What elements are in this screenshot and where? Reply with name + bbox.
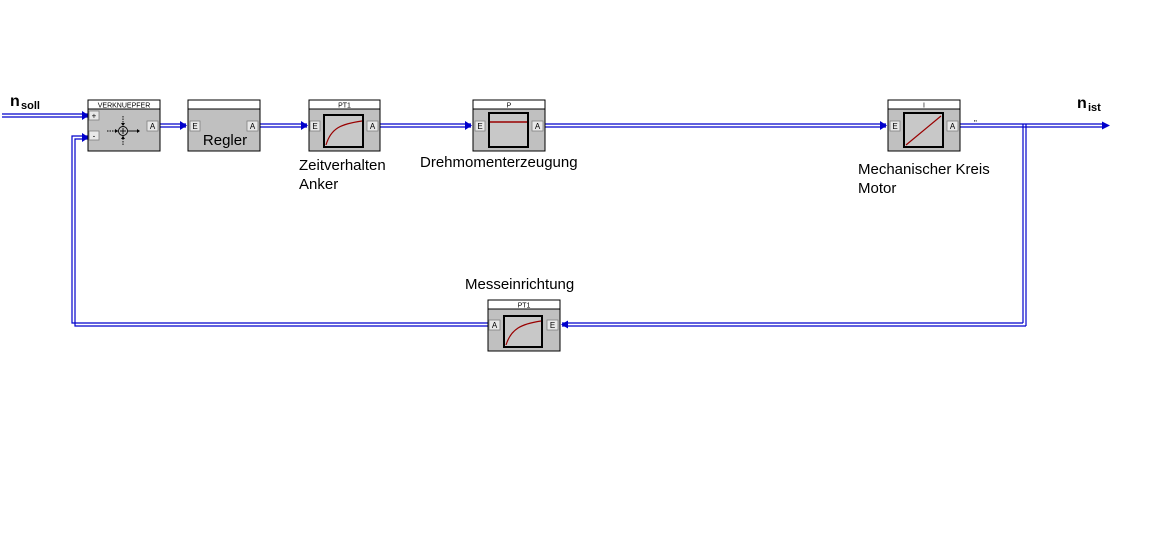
p-title: P xyxy=(507,103,512,110)
summing-arrow-icons xyxy=(115,123,140,139)
signal-input-label: n soll xyxy=(10,93,40,112)
p-port-out: A xyxy=(535,122,541,131)
block-verknuepfer[interactable]: VERKNUEPFER + - A xyxy=(87,99,161,152)
arrow-input xyxy=(82,111,89,120)
pt1-anker-port-in: E xyxy=(312,122,317,131)
output-signal-sub: ist xyxy=(1088,102,1101,114)
verknuepfer-title: VERKNUEPFER xyxy=(98,103,151,110)
pt1-mess-port-in: E xyxy=(550,321,555,330)
line-mess-back xyxy=(71,135,488,327)
pt1-mess-port-out: A xyxy=(492,321,498,330)
pt1-anker-port-out: A xyxy=(370,122,376,131)
block-i[interactable]: I E A xyxy=(887,99,961,152)
i-title: I xyxy=(923,103,925,110)
verknuepfer-port-minus: - xyxy=(93,132,96,141)
output-signal-main: n xyxy=(1077,95,1087,112)
signal-lines xyxy=(2,113,1103,327)
line-feedback-mess xyxy=(562,322,1026,327)
line-i-out xyxy=(960,123,1103,128)
label-motor: Motor xyxy=(858,180,896,197)
i-ramp-icon xyxy=(905,115,942,146)
block-p[interactable]: P E A xyxy=(472,99,546,152)
line-feedback-down xyxy=(1022,124,1027,326)
input-signal-main: n xyxy=(10,93,20,110)
block-regler[interactable]: E A Regler xyxy=(187,99,261,152)
input-signal-sub: soll xyxy=(21,100,40,112)
pt1-anker-title: PT1 xyxy=(338,103,351,110)
pt1-anker-curve-icon xyxy=(325,120,363,146)
i-port-out: A xyxy=(950,122,956,131)
label-drehmomenterzeugung: Drehmomenterzeugung xyxy=(420,154,578,171)
verknuepfer-port-out: A xyxy=(150,122,156,131)
line-regler-pt1 xyxy=(260,123,307,128)
arrow-regler xyxy=(180,121,187,130)
pt1-mess-title: PT1 xyxy=(518,303,531,310)
block-pt1-anker[interactable]: PT1 E A xyxy=(308,99,381,152)
p-port-in: E xyxy=(477,122,482,131)
label-messeinrichtung: Messeinrichtung xyxy=(465,276,574,293)
arrow-output xyxy=(1102,121,1110,130)
i-port-in: E xyxy=(892,122,897,131)
line-pt1-p xyxy=(380,123,471,128)
regler-label: Regler xyxy=(203,132,247,149)
regler-port-out: A xyxy=(250,122,256,131)
block-pt1-mess[interactable]: PT1 A E xyxy=(487,299,561,352)
arrow-i xyxy=(880,121,887,130)
signal-output-label: n ist xyxy=(1077,95,1101,114)
regler-port-in: E xyxy=(192,122,197,131)
arrowheads xyxy=(82,111,1110,329)
pt1-mess-curve-icon xyxy=(505,320,542,346)
arrow-feedback xyxy=(82,133,89,142)
tick-mark: " xyxy=(974,119,977,128)
line-input xyxy=(2,113,88,118)
label-zeitverhalten: Zeitverhalten xyxy=(299,157,386,174)
arrow-p xyxy=(465,121,472,130)
label-mechanischer-kreis: Mechanischer Kreis xyxy=(858,161,990,178)
label-anker: Anker xyxy=(299,176,338,193)
arrow-pt1 xyxy=(301,121,308,130)
verknuepfer-port-plus: + xyxy=(92,112,97,121)
line-p-i xyxy=(545,123,886,128)
arrow-mess xyxy=(561,320,568,329)
